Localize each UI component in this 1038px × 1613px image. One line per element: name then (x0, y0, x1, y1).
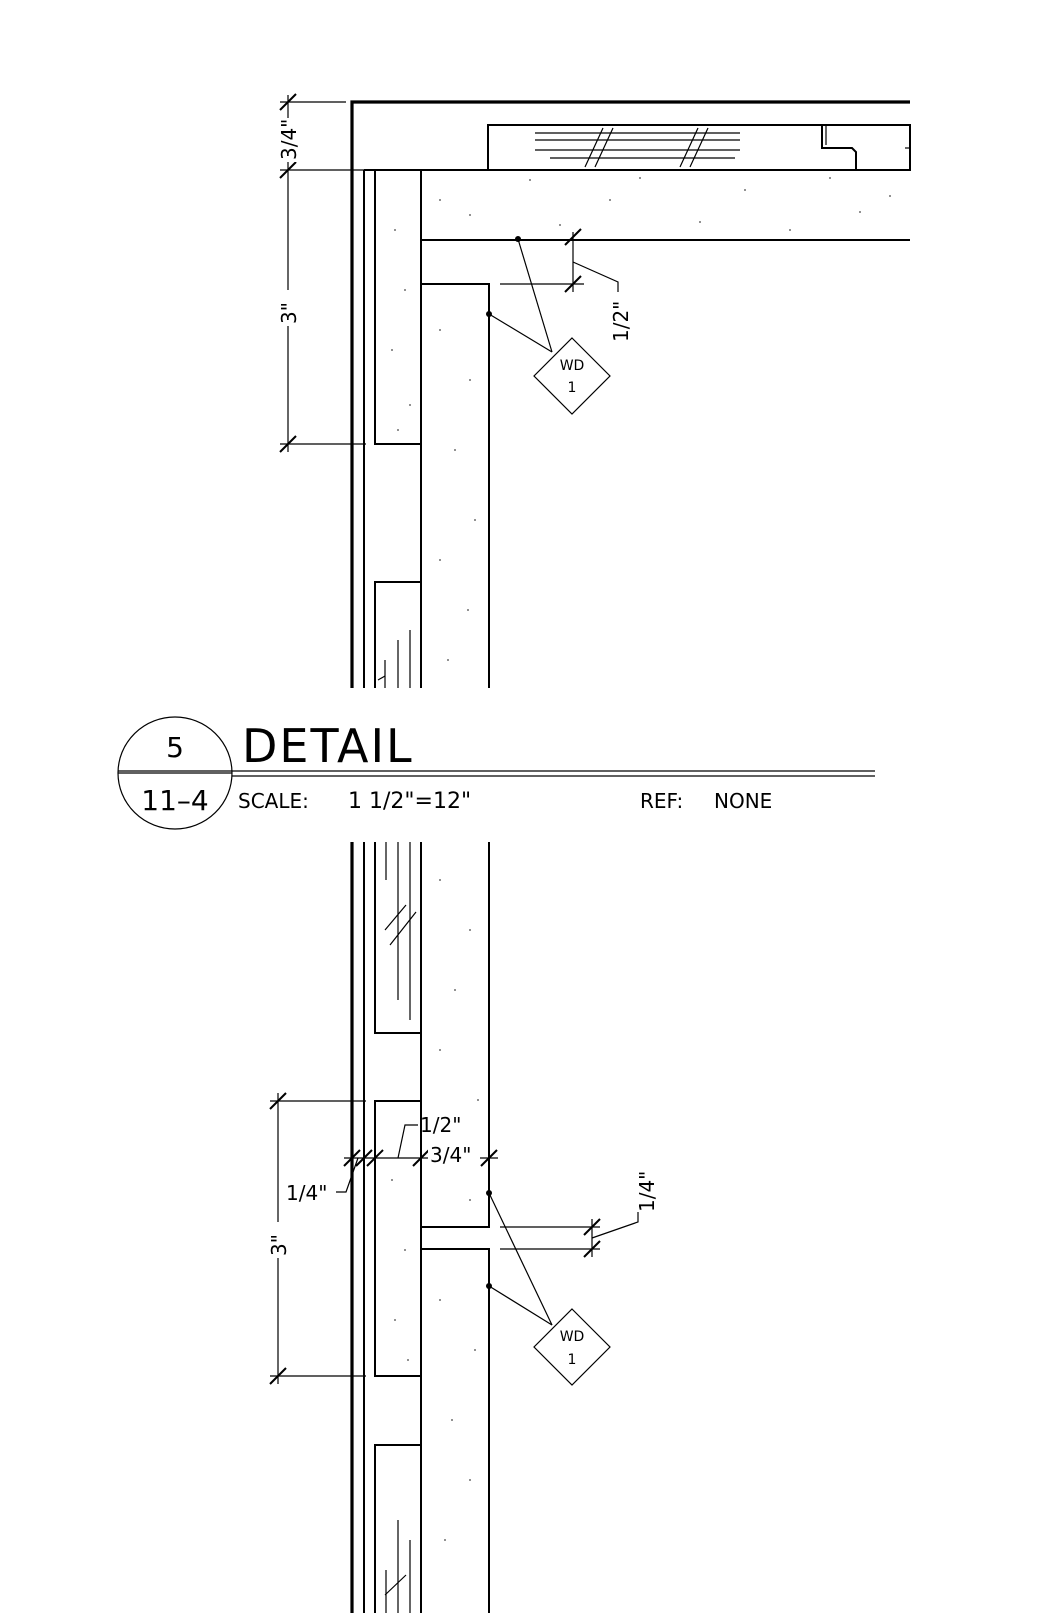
scale-value: 1 1/2"=12" (348, 789, 471, 814)
upper-outer-frame (350, 100, 910, 688)
lower-horizontal-dimension (336, 1124, 498, 1193)
upper-tag-code: WD (560, 358, 585, 374)
dim-right-text: 1/4" (635, 1171, 659, 1212)
ref-value: NONE (714, 789, 772, 813)
upper-panel-piece (421, 842, 490, 1228)
upper-wd-tag: WD 1 (533, 337, 611, 415)
scale-label: SCALE: (238, 789, 309, 813)
upper-left-stile (374, 169, 422, 445)
detail-number: 5 (166, 731, 184, 764)
lower-stipple (391, 879, 479, 1541)
lower-stile-mid (374, 1100, 422, 1377)
lower-tag-code: WD (560, 1329, 585, 1345)
lower-vertical-dimension (269, 1092, 366, 1385)
lower-stile-bottom (374, 1444, 421, 1613)
dim-top-text: 3/4" (277, 119, 301, 160)
dim-left-text: 1/4" (286, 1181, 327, 1205)
upper-stipple (391, 177, 891, 661)
horizontal-panel (364, 169, 910, 241)
vertical-panel (420, 240, 490, 688)
lower-stile-hatch (384, 842, 417, 1613)
upper-gap-dimension (500, 228, 619, 293)
sheet-ref: 11–4 (141, 784, 208, 817)
lower-view: 3" 1/4" 1/2" 3/4" 1 (267, 842, 659, 1613)
lower-panel-piece (421, 1248, 490, 1613)
top-trim-profile (821, 124, 910, 170)
lower-stile-top (374, 842, 421, 1034)
upper-tag-number: 1 (568, 380, 577, 396)
dim-three-quarter-text: 3/4" (430, 1143, 471, 1167)
lower-gap-dimension (500, 1212, 639, 1258)
lower-wd-tag: WD 1 (533, 1308, 611, 1386)
top-trim-hatch (535, 127, 740, 168)
detail-title: DETAIL (242, 719, 414, 773)
ref-label: REF: (640, 789, 683, 813)
dim-height-text: 3" (277, 302, 301, 324)
dim-half-text: 1/2" (420, 1113, 461, 1137)
upper-vertical-dimension (279, 93, 366, 453)
lower-leaders (486, 1190, 553, 1326)
upper-leaders (486, 236, 553, 353)
dim-gap-text: 1/2" (609, 301, 633, 342)
upper-stile-hatch (377, 630, 411, 688)
title-block: 5 11–4 DETAIL SCALE: 1 1/2"=12" REF: NON… (117, 716, 875, 830)
upper-view: 3/4" 3" 1/2" WD 1 (277, 93, 911, 688)
lower-dim-height-text: 3" (267, 1234, 291, 1256)
upper-lower-stile (374, 581, 421, 688)
lower-tag-number: 1 (568, 1352, 577, 1368)
